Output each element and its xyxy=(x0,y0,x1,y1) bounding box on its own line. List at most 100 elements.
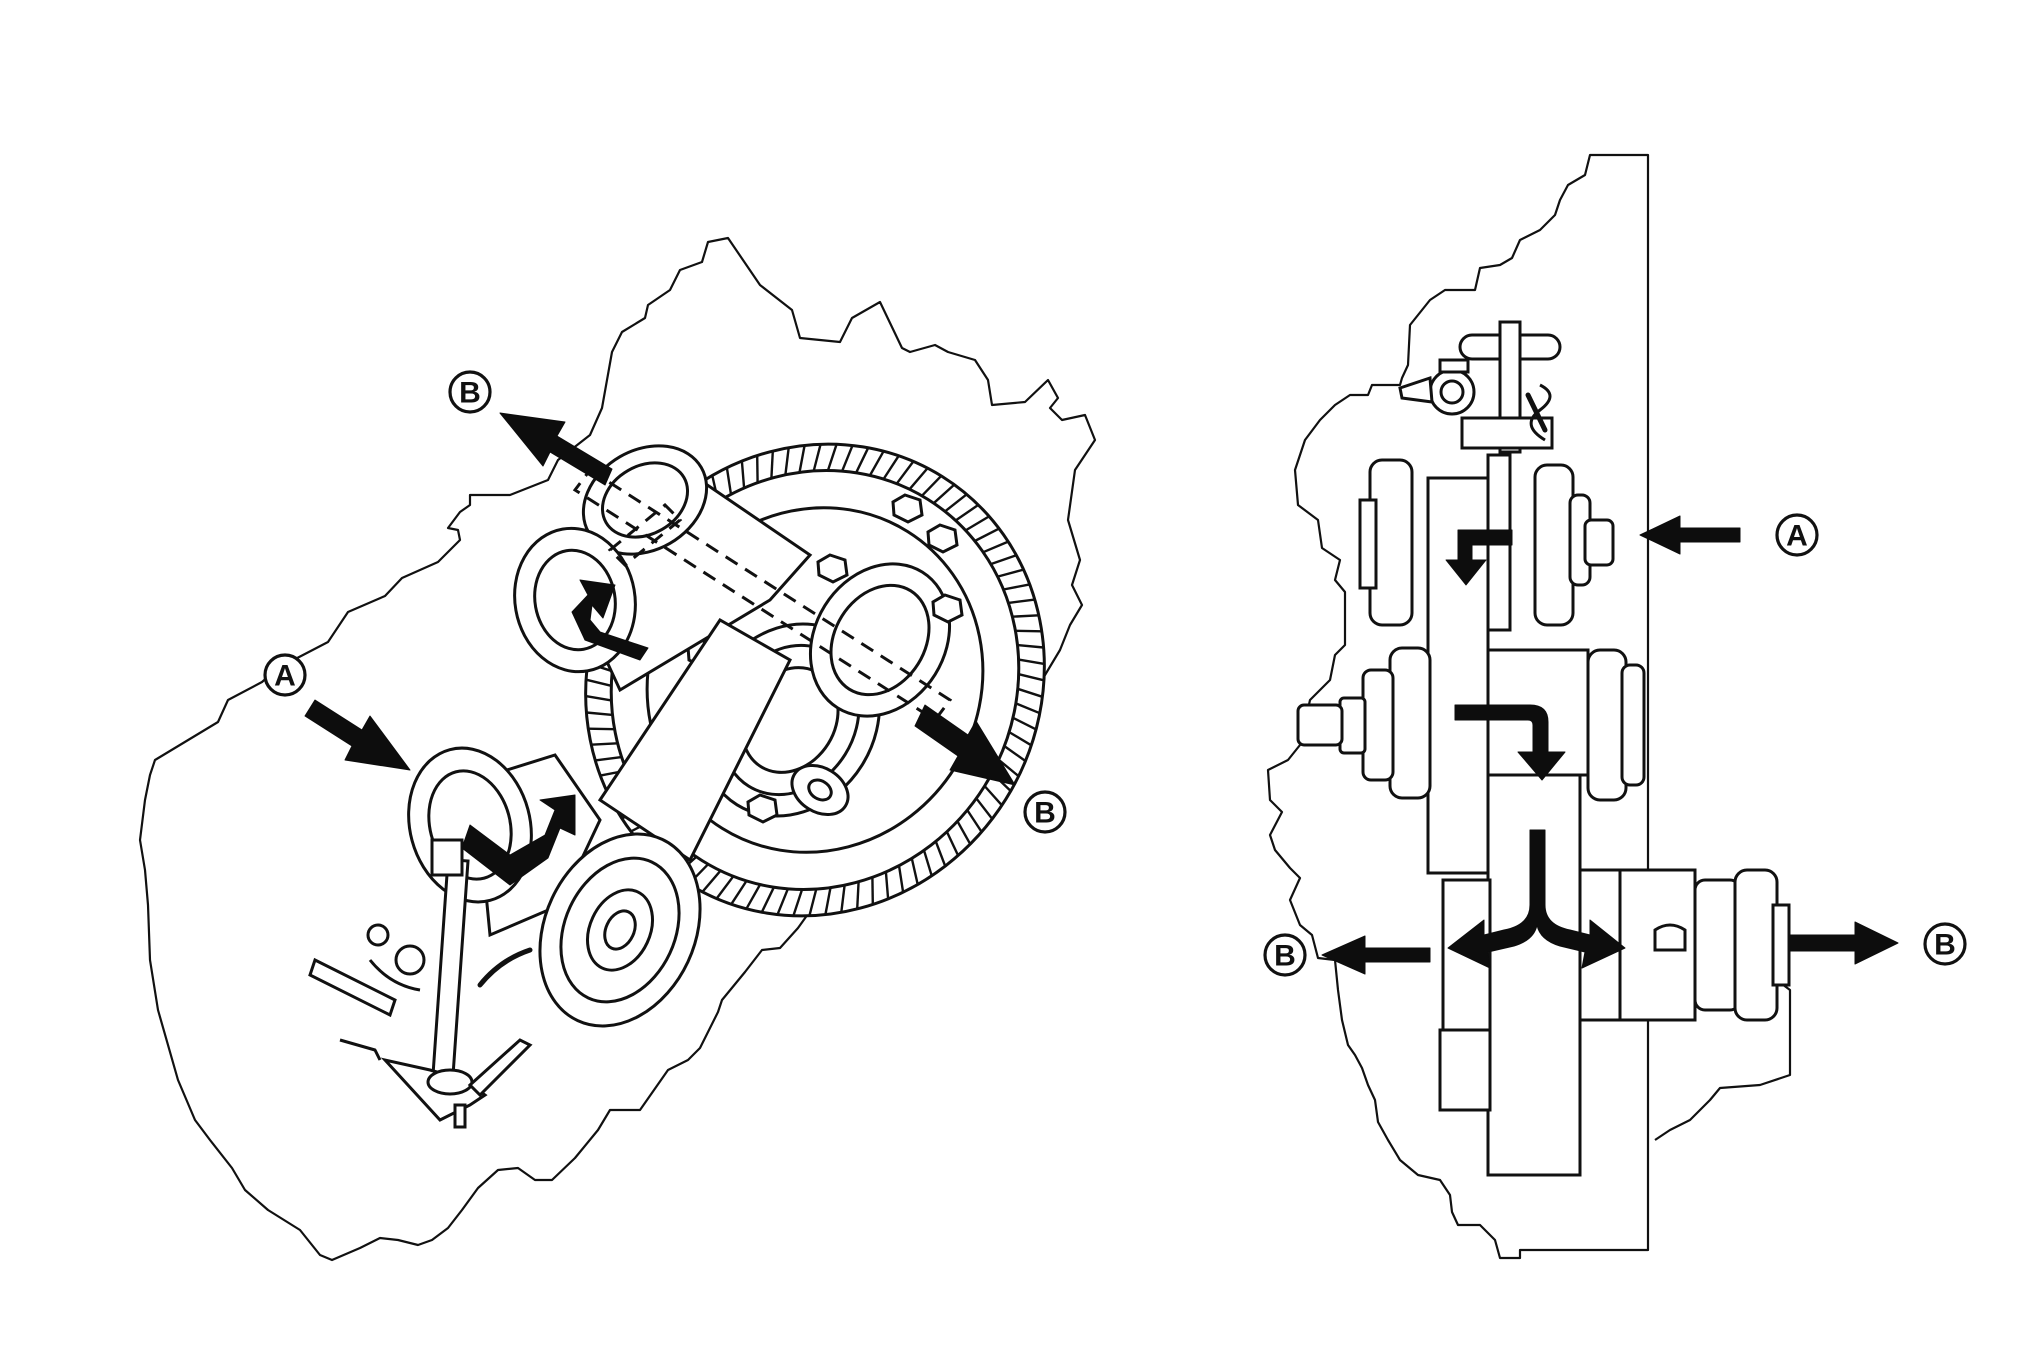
ring-gear-tooth xyxy=(740,461,746,489)
ring-gear-tooth xyxy=(725,467,733,495)
ring-gear-tooth xyxy=(1003,583,1030,591)
ring-gear-tooth xyxy=(964,515,990,532)
ring-gear-tooth xyxy=(840,444,854,472)
left-flow-arrows xyxy=(461,579,649,886)
ring-gear-tooth xyxy=(812,443,822,472)
ring-gear-tooth xyxy=(808,888,818,917)
ring-gear-tooth xyxy=(856,881,860,910)
right-mid-bearings xyxy=(1296,646,1646,802)
ring-gear-tooth xyxy=(882,455,900,480)
ring-gear-tooth xyxy=(855,447,870,474)
ring-gear-tooth xyxy=(1018,673,1045,682)
ring-gear-tooth xyxy=(585,678,612,687)
ring-gear-tooth xyxy=(730,880,748,905)
ring-gear-tooth xyxy=(591,742,618,746)
left-perspective-view: A B B xyxy=(138,236,1097,1262)
ring-gear-tooth xyxy=(910,858,919,885)
ring-gear-tooth xyxy=(897,865,905,893)
ring-gear-tooth xyxy=(966,809,983,833)
ring-gear-tooth xyxy=(776,888,790,916)
ring-gear-tooth xyxy=(997,758,1020,778)
ring-gear-tooth xyxy=(784,447,790,475)
ring-gear-tooth xyxy=(884,871,890,899)
arrow-B-out-left-bottom xyxy=(914,704,1016,786)
ring-gear-tooth xyxy=(974,527,1000,543)
flow-arrow-middle xyxy=(1454,704,1566,781)
ring-gear-tooth xyxy=(770,450,774,479)
ring-gear-tooth xyxy=(982,540,1009,554)
ring-gear-tooth xyxy=(908,467,929,491)
right-section-view: A B B xyxy=(1263,153,1967,1260)
arrow-B-out-right-right xyxy=(1789,921,1899,965)
ring-gear-tooth xyxy=(792,889,804,917)
ring-gear-tooth xyxy=(1018,658,1045,666)
callout-B-right-left: B xyxy=(1263,933,1307,977)
arrow-A-in-left xyxy=(304,699,411,771)
callout-B-left-bottom: B xyxy=(1023,790,1067,834)
right-upper-bearing xyxy=(1358,458,1615,627)
ring-gear-tooth xyxy=(586,711,613,717)
callout-A-left: A xyxy=(263,653,307,697)
ring-gear-tooth xyxy=(975,797,994,820)
ring-gear-tooth xyxy=(895,460,915,485)
right-final-gear xyxy=(1438,773,1791,1177)
ring-gear-tooth xyxy=(585,694,612,702)
arrow-B-out-right-left xyxy=(1321,935,1431,975)
ring-gear-tooth xyxy=(840,885,846,913)
ring-gear-tooth xyxy=(798,445,806,473)
ring-gear-tooth xyxy=(990,554,1017,566)
right-external-arrows xyxy=(1321,515,1899,975)
flow-arrow-counter xyxy=(571,579,649,661)
right-flow-arrows xyxy=(1445,529,1626,969)
left-external-arrows xyxy=(304,412,1016,786)
flow-arrow-top xyxy=(1445,529,1513,586)
ring-gear-tooth xyxy=(983,785,1003,807)
flow-arrow-split xyxy=(1447,829,1626,969)
callout-label: A xyxy=(274,660,296,693)
flow-arrow-input xyxy=(461,794,576,886)
ring-gear-tooth xyxy=(1008,731,1032,747)
callout-B-right-right: B xyxy=(1923,922,1967,966)
ring-gear-tooth xyxy=(1017,687,1043,698)
arrow-B-out-left-top xyxy=(499,412,613,486)
ring-gear-tooth xyxy=(934,840,947,867)
ring-gear-tooth xyxy=(954,503,979,522)
ring-gear-tooth xyxy=(595,755,622,762)
ring-gear-tooth xyxy=(826,443,838,471)
ring-gear-tooth xyxy=(824,887,832,915)
ring-gear-tooth xyxy=(1012,716,1037,731)
ring-gear-tooth xyxy=(1015,702,1041,715)
shift-rod-assembly xyxy=(308,838,533,1129)
ring-gear-tooth xyxy=(932,483,956,505)
ring-gear-tooth xyxy=(1003,745,1027,762)
ring-gear-tooth xyxy=(715,875,735,900)
ring-gear-tooth xyxy=(944,493,968,513)
callout-label: B xyxy=(1274,940,1296,973)
ring-gear-tooth xyxy=(922,849,933,877)
ring-gear-tooth xyxy=(701,869,722,893)
left-oil-passage-dashed xyxy=(572,467,953,723)
right-case-outline xyxy=(1266,153,1650,1260)
arrow-A-in-right xyxy=(1639,515,1741,555)
ring-gear-tooth xyxy=(1012,614,1039,618)
ring-gear-tooth xyxy=(1017,643,1044,649)
right-top-mechanism xyxy=(1398,320,1562,454)
callout-A-right: A xyxy=(1775,513,1819,557)
ring-gear-tooth xyxy=(1008,598,1035,605)
callout-label: B xyxy=(1934,929,1956,962)
callout-label: B xyxy=(459,377,481,410)
ring-gear-tooth xyxy=(760,886,775,913)
ring-gear-tooth xyxy=(588,727,615,731)
callout-B-left-top: B xyxy=(448,370,492,414)
left-case-outline xyxy=(138,236,1097,1262)
ring-gear-tooth xyxy=(868,450,885,477)
callout-label: A xyxy=(1786,520,1808,553)
ring-gear-tooth xyxy=(956,820,972,845)
ring-gear-tooth xyxy=(1015,629,1042,633)
ring-gear-tooth xyxy=(945,831,960,857)
ring-gear-tooth xyxy=(997,568,1024,578)
callout-label: B xyxy=(1034,797,1056,830)
ring-gear-tooth xyxy=(745,883,762,910)
ring-gear-tooth xyxy=(921,475,943,497)
